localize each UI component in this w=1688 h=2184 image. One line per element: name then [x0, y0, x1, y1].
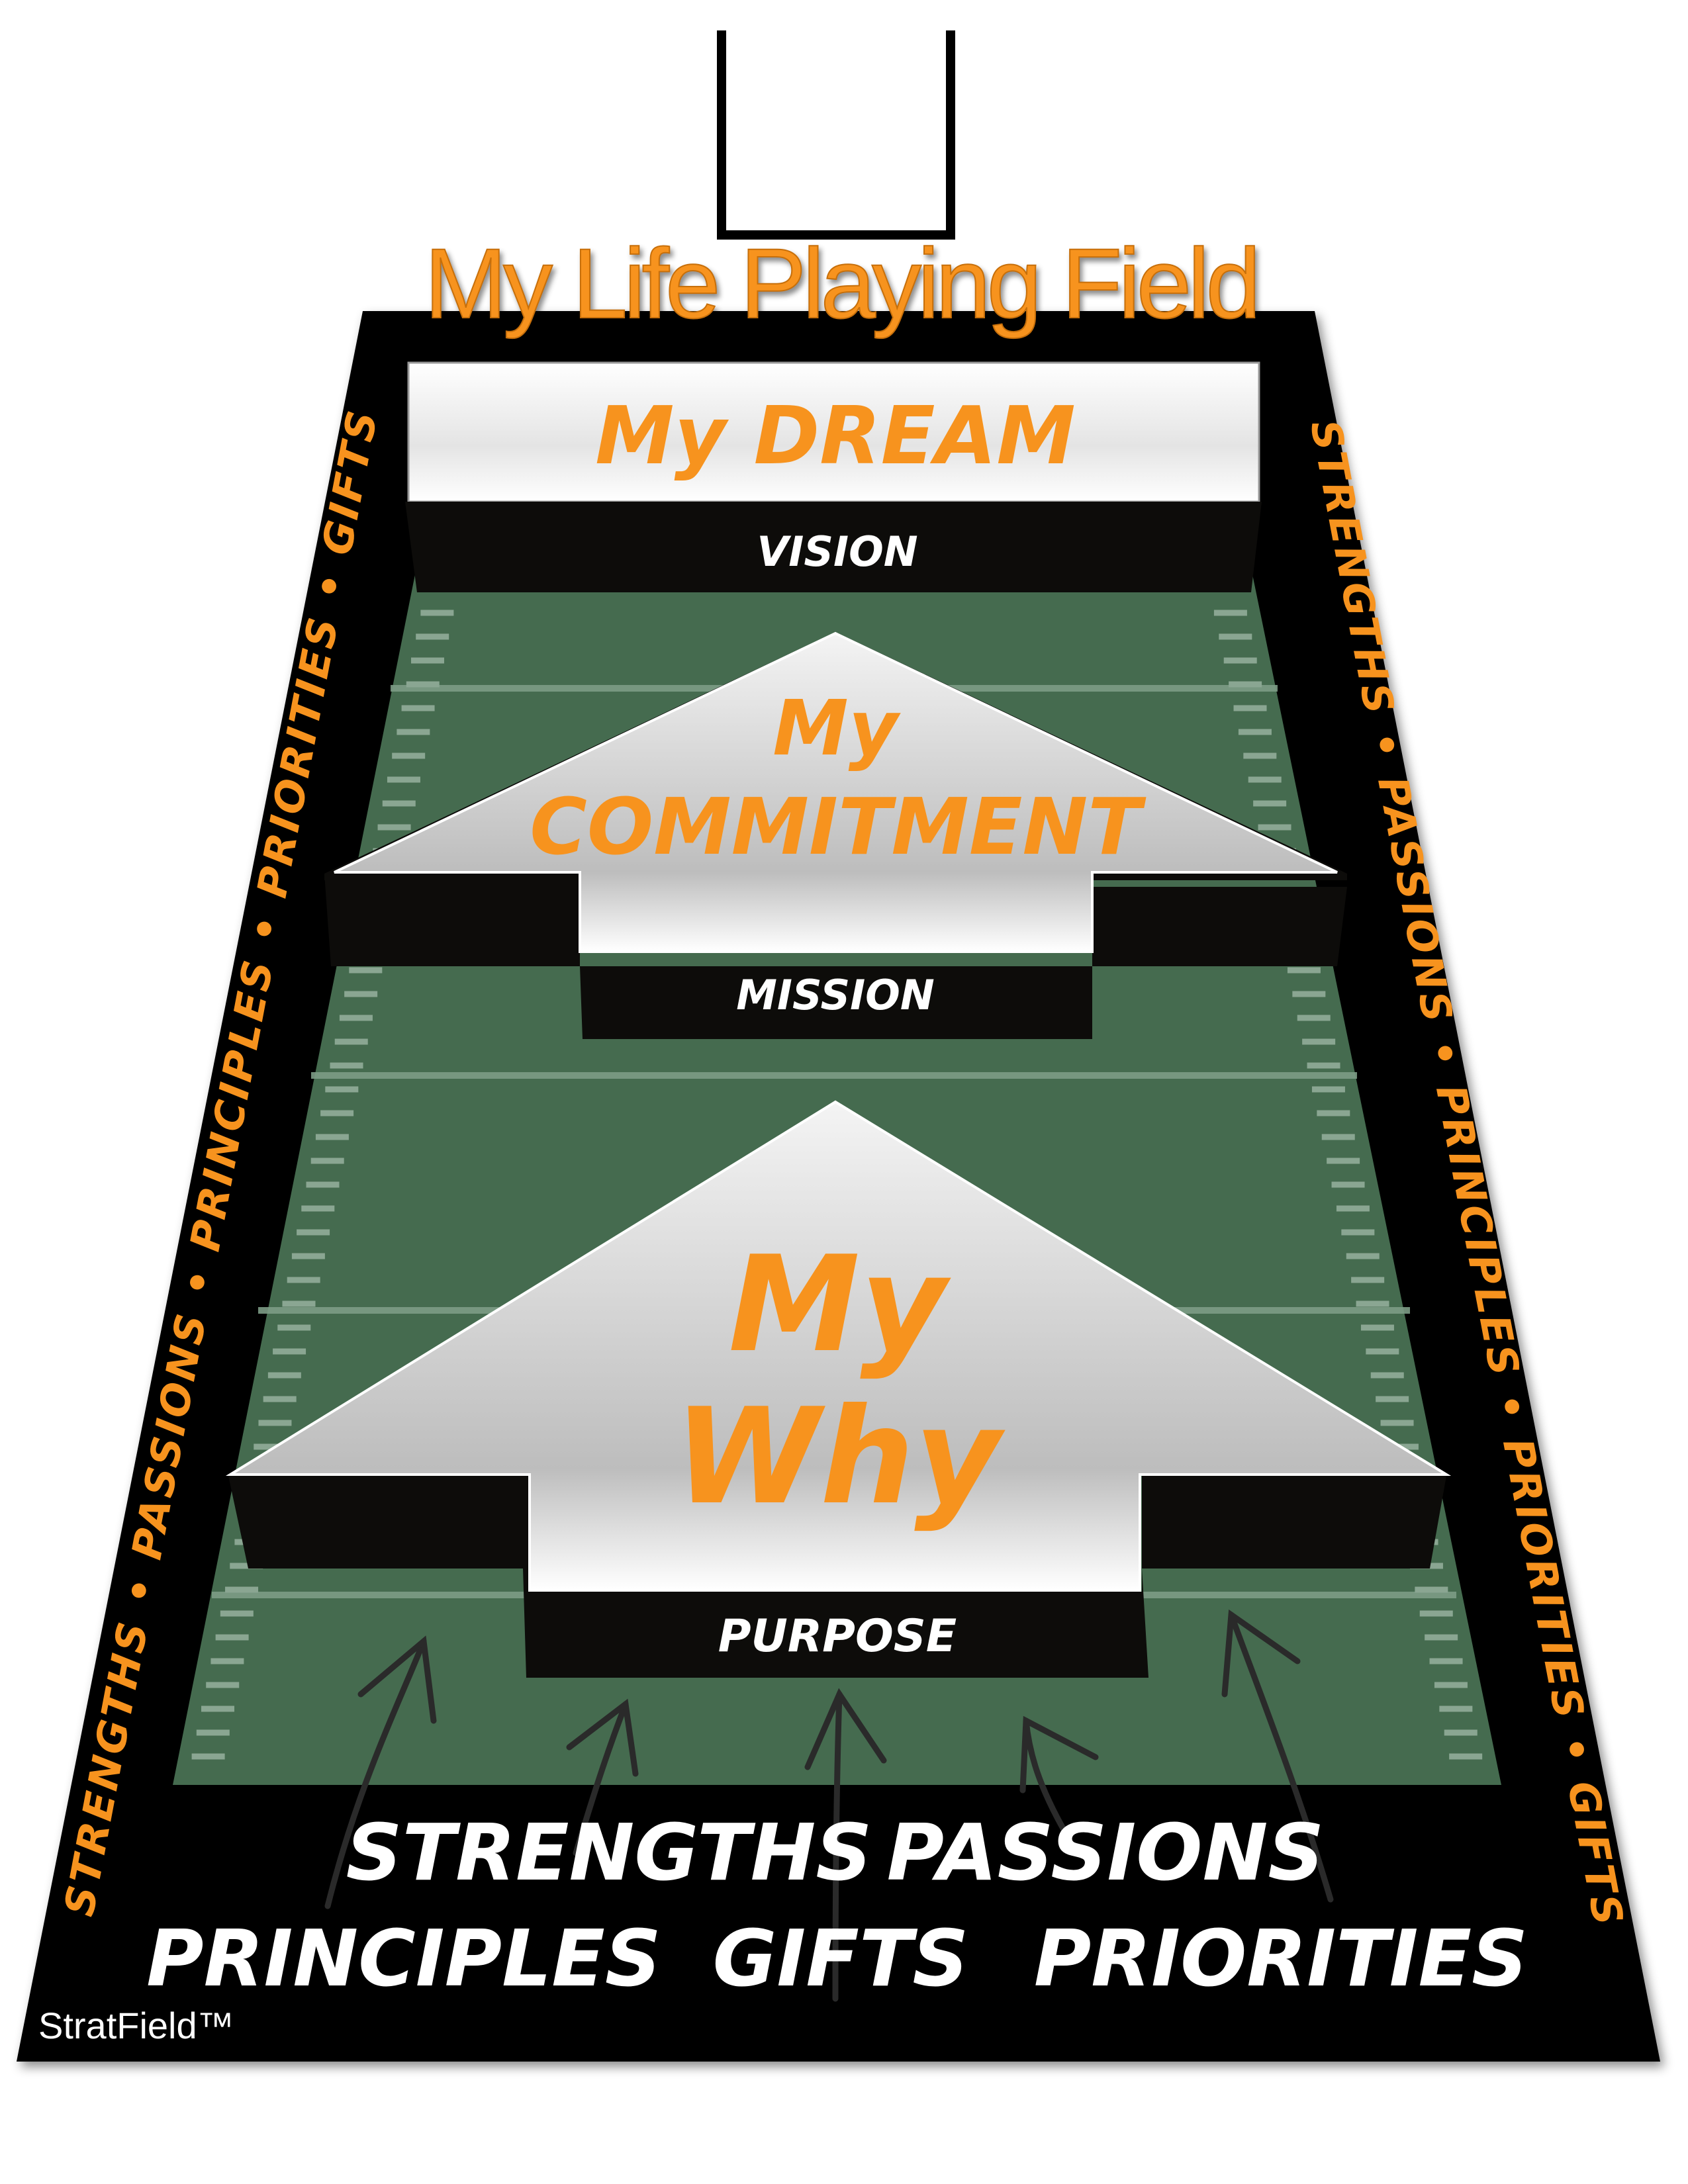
- why-arrow: My Why PURPOSE: [225, 1100, 1452, 1678]
- mission-label: MISSION: [736, 971, 935, 1019]
- foundation-words: STRENGTHS PASSIONS PRINCIPLES GIFTS PRIO…: [146, 1807, 1528, 2004]
- commitment-line2: COMMITMENT: [530, 781, 1147, 872]
- why-line2: Why: [674, 1380, 1006, 1534]
- commitment-line1: My: [773, 684, 900, 773]
- foundation-priorities: PRIORITIES: [1034, 1913, 1528, 2004]
- page-title: My Life Playing Field: [424, 228, 1257, 339]
- purpose-label: PURPOSE: [718, 1610, 957, 1662]
- why-line1: My: [728, 1228, 951, 1382]
- dream-label: My DREAM: [595, 390, 1076, 482]
- vision-label: VISION: [757, 527, 917, 576]
- foundation-arrows: [324, 1609, 1334, 2002]
- foundation-strengths: STRENGTHS: [346, 1807, 872, 1898]
- foundation-gifts: GIFTS: [713, 1913, 969, 2004]
- goal-post-icon: [717, 30, 955, 240]
- dream-box: My DREAM VISION: [405, 361, 1262, 592]
- foundation-principles: PRINCIPLES: [146, 1913, 661, 2004]
- commitment-arrow: My COMMITMENT MISSION: [324, 631, 1347, 1039]
- foundation-passions: PASSIONS: [887, 1807, 1325, 1898]
- brand-label: StratField™: [38, 2005, 234, 2046]
